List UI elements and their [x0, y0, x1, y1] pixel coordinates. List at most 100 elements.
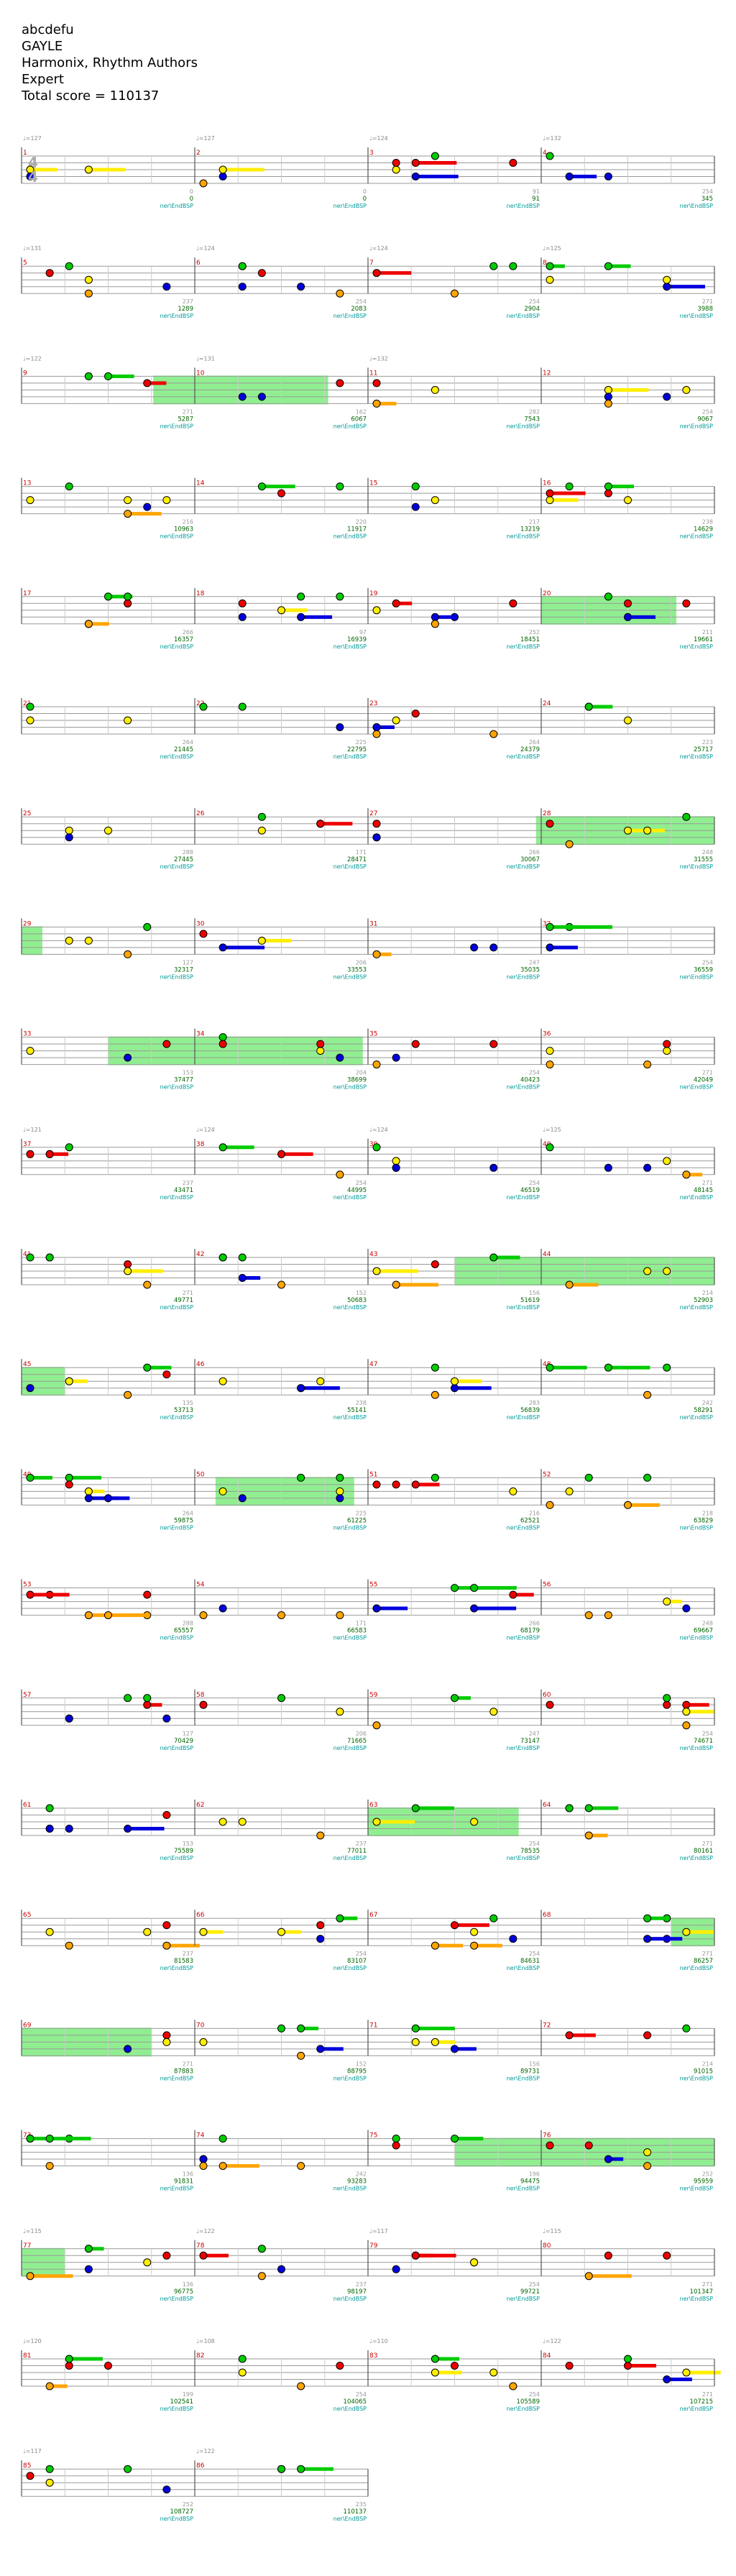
- note-count: 254: [529, 1841, 540, 1847]
- cumulative-score: 48145: [694, 1187, 713, 1194]
- note-gem: [663, 1363, 671, 1372]
- cumulative-score: 70429: [174, 1738, 193, 1745]
- note-gem: [84, 1494, 93, 1503]
- note-gem: [218, 2135, 227, 2143]
- cumulative-score: 27445: [174, 856, 193, 863]
- section-event: ner\EndBSP: [334, 973, 367, 980]
- note-gem: [45, 2382, 54, 2391]
- note-gem: [431, 1473, 439, 1482]
- note-gem: [218, 1040, 227, 1048]
- note-gem: [26, 173, 34, 180]
- measure-number: 54: [196, 1582, 205, 1589]
- note-gem: [470, 1604, 479, 1613]
- note-gem: [411, 482, 420, 491]
- sustain-tail: [493, 1255, 520, 1260]
- note-count: 254: [529, 2391, 540, 2398]
- note-count: 266: [529, 849, 540, 856]
- note-gem: [451, 2045, 459, 2053]
- measure-number: 69: [23, 2022, 32, 2029]
- tempo-marking: ♩=131: [23, 245, 42, 252]
- note-gem: [336, 1473, 344, 1482]
- note-gem: [65, 826, 73, 835]
- measure-number: 52: [543, 1471, 551, 1478]
- note-gem: [470, 943, 479, 952]
- note-gem: [218, 1604, 227, 1613]
- sustain-tail: [550, 491, 586, 495]
- tempo-marking: ♩=122: [196, 2228, 215, 2234]
- note-gem: [316, 1377, 325, 1385]
- tempo-marking: ♩=124: [369, 1127, 388, 1133]
- cumulative-score: 3988: [697, 306, 713, 313]
- sustain-tail: [339, 1916, 358, 1920]
- note-gem: [199, 1611, 208, 1620]
- note-gem: [372, 1143, 381, 1152]
- note-gem: [470, 1928, 479, 1936]
- section-event: ner\EndBSP: [160, 2186, 194, 2192]
- note-gem: [26, 496, 34, 505]
- note-count: 238: [702, 519, 713, 526]
- note-gem: [372, 1480, 381, 1489]
- note-gem: [218, 1143, 227, 1152]
- note-gem: [65, 2362, 73, 2370]
- note-gem: [26, 702, 34, 711]
- sustain-tail: [608, 388, 649, 392]
- note-gem: [199, 2155, 208, 2163]
- tempo-marking: ♩=124: [369, 135, 388, 142]
- sustain-tail: [127, 1269, 163, 1273]
- cumulative-score: 31555: [694, 856, 713, 863]
- cumulative-score: 51619: [520, 1297, 540, 1304]
- note-gem: [238, 2368, 247, 2377]
- note-gem: [565, 1804, 574, 1812]
- note-gem: [143, 2258, 152, 2267]
- note-gem: [124, 599, 132, 608]
- chart-row: 6523781583ner\EndBSP6625483107ner\EndBSP…: [21, 1910, 715, 1971]
- sustain-tail: [474, 1943, 502, 1948]
- cumulative-score: 91831: [174, 2178, 193, 2186]
- cumulative-score: 80161: [694, 1848, 713, 1855]
- note-gem: [624, 2355, 632, 2363]
- note-gem: [682, 1721, 691, 1730]
- note-gem: [65, 833, 73, 842]
- section-event: ner\EndBSP: [334, 1304, 367, 1311]
- note-gem: [65, 1714, 73, 1723]
- tempo-marking: ♩=131: [196, 355, 215, 362]
- section-event: ner\EndBSP: [160, 2406, 194, 2412]
- cumulative-score: 55141: [347, 1407, 367, 1414]
- note-count: 254: [529, 2281, 540, 2288]
- section-event: ner\EndBSP: [680, 423, 714, 429]
- measure-number: 18: [196, 590, 205, 597]
- note-gem: [643, 2162, 652, 2171]
- sustain-tail: [147, 1702, 162, 1707]
- note-gem: [238, 2355, 247, 2363]
- note-count: 152: [356, 1290, 367, 1296]
- note-count: 254: [356, 1951, 367, 1957]
- section-event: ner\EndBSP: [507, 533, 540, 540]
- note-gem: [65, 1377, 73, 1385]
- note-count: 271: [702, 2281, 713, 2288]
- cumulative-score: 49771: [174, 1297, 193, 1304]
- chart-row: 6927187883ner\EndBSP7015288795ner\EndBSP…: [21, 2020, 715, 2081]
- note-gem: [411, 2024, 420, 2032]
- note-gem: [143, 379, 152, 388]
- note-gem: [546, 1363, 554, 1372]
- tempo-marking: ♩=125: [543, 245, 561, 252]
- note-gem: [124, 510, 132, 518]
- note-gem: [316, 1040, 325, 1048]
- note-gem: [372, 606, 381, 615]
- section-event: ner\EndBSP: [507, 2186, 540, 2192]
- section-event: ner\EndBSP: [334, 1524, 367, 1531]
- note-gem: [643, 1390, 652, 1399]
- note-count: 214: [702, 2061, 713, 2067]
- note-gem: [565, 840, 574, 848]
- note-gem: [238, 1818, 247, 1826]
- measure-number: 35: [369, 1031, 377, 1038]
- note-gem: [277, 606, 285, 615]
- note-gem: [604, 393, 612, 401]
- tempo-marking: ♩=124: [196, 245, 215, 252]
- chart-row: 5♩=1312371289ner\EndBSP6♩=1242542083ner\…: [21, 245, 715, 319]
- note-count: 237: [183, 1951, 193, 1957]
- note-gem: [238, 702, 247, 711]
- note-gem: [624, 613, 632, 621]
- note-gem: [509, 1935, 518, 1943]
- note-gem: [431, 2355, 439, 2363]
